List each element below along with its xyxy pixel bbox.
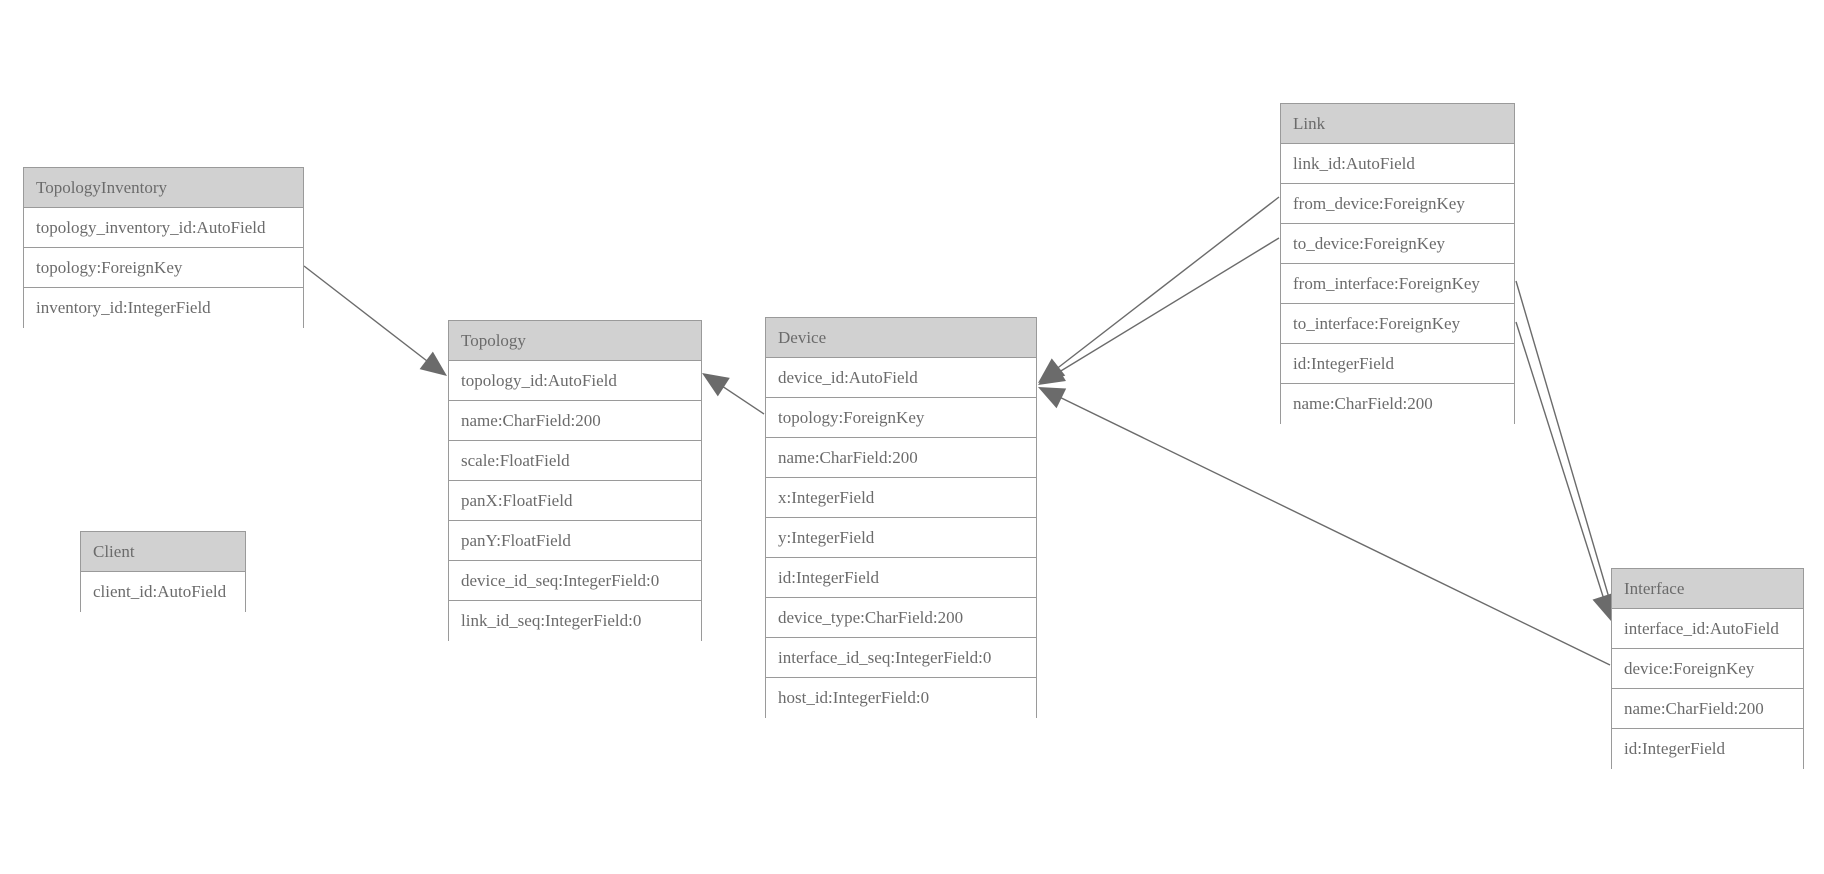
entity-title-client: Client xyxy=(81,532,245,572)
entity-field: name:CharField:200 xyxy=(449,401,701,441)
entity-field: topology:ForeignKey xyxy=(24,248,303,288)
entity-field: from_interface:ForeignKey xyxy=(1281,264,1514,304)
relationship-line xyxy=(1515,280,1613,609)
entity-title-link: Link xyxy=(1281,104,1514,144)
entity-field: client_id:AutoField xyxy=(81,572,245,612)
entity-field: link_id:AutoField xyxy=(1281,144,1514,184)
entity-title-topology_inventory: TopologyInventory xyxy=(24,168,303,208)
entity-fields-client: client_id:AutoField xyxy=(81,572,245,612)
entity-field: device_id:AutoField xyxy=(766,358,1036,398)
relationship-line xyxy=(303,265,441,372)
entity-field: device_id_seq:IntegerField:0 xyxy=(449,561,701,601)
entity-field: topology:ForeignKey xyxy=(766,398,1036,438)
relationship-link-from_interface xyxy=(1515,280,1620,620)
relationship-link-to_device xyxy=(1038,237,1280,385)
entity-field: interface_id_seq:IntegerField:0 xyxy=(766,638,1036,678)
relationship-link-to_interface xyxy=(1515,321,1614,621)
entity-field: interface_id:AutoField xyxy=(1612,609,1803,649)
entity-field: panY:FloatField xyxy=(449,521,701,561)
relationship-device-topology xyxy=(702,373,765,415)
entity-field: to_device:ForeignKey xyxy=(1281,224,1514,264)
relationship-line xyxy=(1045,237,1280,381)
entity-field: topology_inventory_id:AutoField xyxy=(24,208,303,248)
entity-field: id:IntegerField xyxy=(1612,729,1803,769)
entity-field: from_device:ForeignKey xyxy=(1281,184,1514,224)
entity-field: link_id_seq:IntegerField:0 xyxy=(449,601,701,641)
entity-field: inventory_id:IntegerField xyxy=(24,288,303,328)
entity-field: device_type:CharField:200 xyxy=(766,598,1036,638)
relationship-line xyxy=(1046,390,1611,666)
entity-field: id:IntegerField xyxy=(1281,344,1514,384)
relationship-link-from_device xyxy=(1038,196,1280,383)
relationship-arrowhead xyxy=(1038,387,1067,409)
entity-field: y:IntegerField xyxy=(766,518,1036,558)
entity-title-topology: Topology xyxy=(449,321,701,361)
entity-field: x:IntegerField xyxy=(766,478,1036,518)
relationship-line xyxy=(1045,196,1280,378)
entity-field: name:CharField:200 xyxy=(1281,384,1514,424)
entity-field: device:ForeignKey xyxy=(1612,649,1803,689)
entity-field: panX:FloatField xyxy=(449,481,701,521)
entity-field: name:CharField:200 xyxy=(1612,689,1803,729)
relationship-line xyxy=(1515,321,1608,610)
entity-field: name:CharField:200 xyxy=(766,438,1036,478)
entity-field: id:IntegerField xyxy=(766,558,1036,598)
entity-field: scale:FloatField xyxy=(449,441,701,481)
relationship-arrowhead xyxy=(1038,362,1066,385)
relationship-topologyinventory-topology xyxy=(303,265,447,376)
entity-field: host_id:IntegerField:0 xyxy=(766,678,1036,718)
entity-title-interface: Interface xyxy=(1612,569,1803,609)
entity-field: topology_id:AutoField xyxy=(449,361,701,401)
entity-field: to_interface:ForeignKey xyxy=(1281,304,1514,344)
entity-title-device: Device xyxy=(766,318,1036,358)
relationship-line xyxy=(709,377,765,415)
